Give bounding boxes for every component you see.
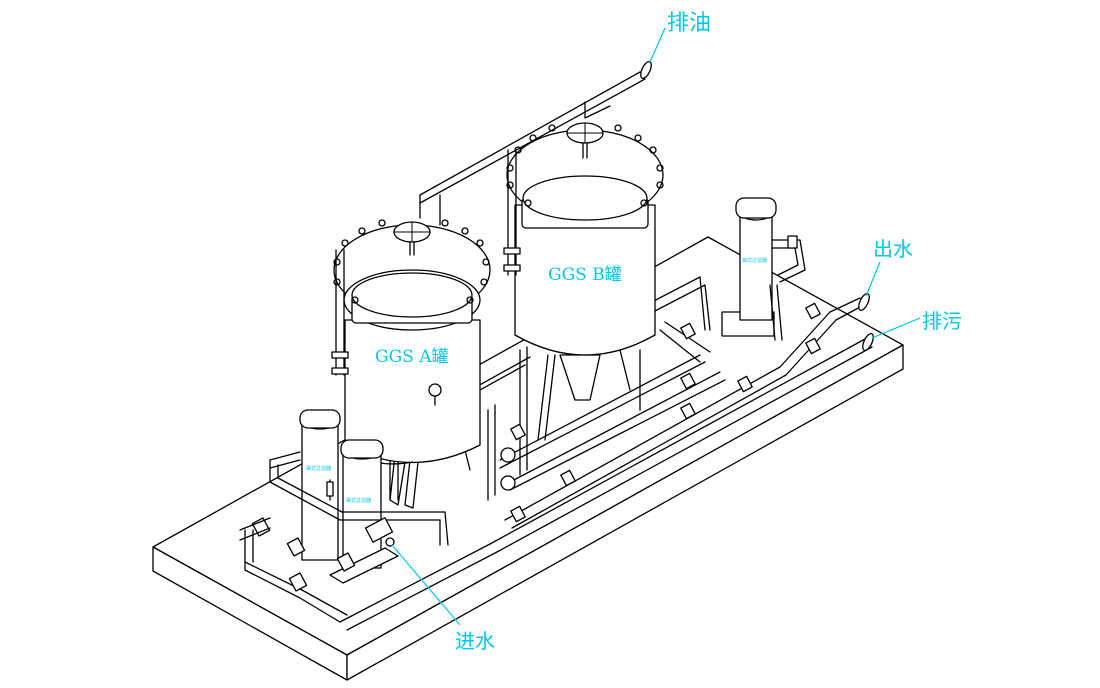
callout-oil-drain: 排油 [649,11,711,63]
tank-b-handwheel-icon [566,122,604,159]
callout-water-in: 进水 [391,544,495,653]
svg-text:袋式过滤器: 袋式过滤器 [742,257,767,264]
sewage-label: 排污 [922,309,962,333]
left-filters: 袋式过滤器 袋式过滤器 [239,409,449,592]
deck-piping [244,276,873,631]
tank-b-bolts [506,124,664,207]
svg-text:袋式过滤器: 袋式过滤器 [346,497,371,504]
tank-b-label: GGS B罐 [548,265,622,285]
oil-drain-label: 排油 [667,11,711,36]
water-in-label: 进水 [455,629,495,653]
tank-b: GGS B罐 [503,122,664,441]
callout-sewage: 排污 [871,309,962,339]
tank-a-bolts [333,219,490,304]
right-filter: 袋式过滤器 [721,197,806,341]
tank-a: GGS A罐 [331,219,491,509]
svg-text:袋式过滤器: 袋式过滤器 [306,465,331,472]
callout-water-out: 出水 [865,237,913,297]
tank-a-label: GGS A罐 [375,347,449,367]
tank-a-handwheel-icon [393,221,431,256]
outlet-flanges [829,293,874,351]
water-out-label: 出水 [873,237,913,261]
tank-a-gauge-icon [428,383,442,406]
